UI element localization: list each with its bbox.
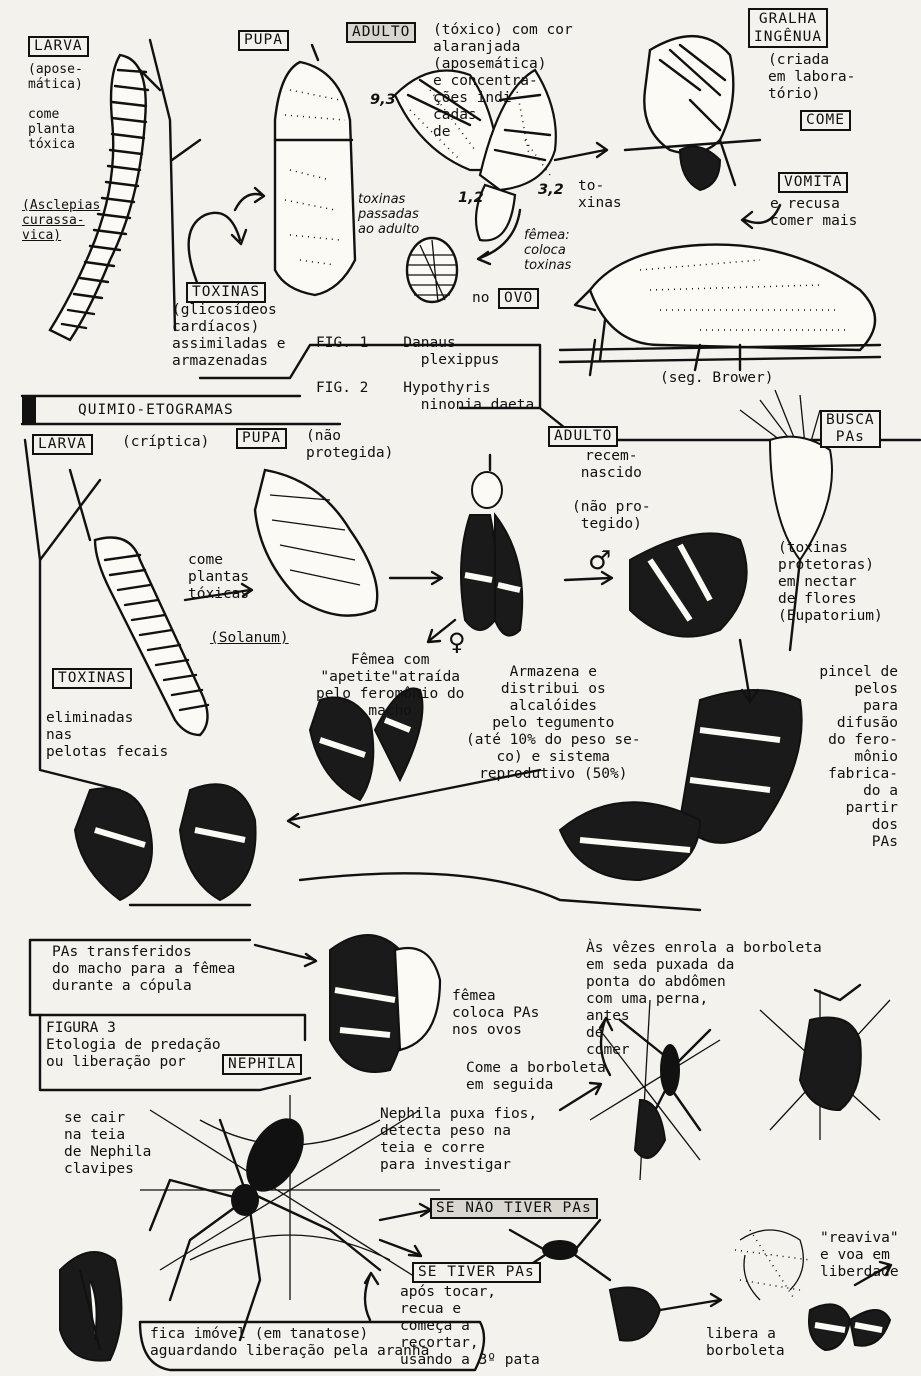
male-butterfly-drawing xyxy=(630,533,747,636)
fig2-busca-label: BUSCA PAs xyxy=(820,410,881,448)
naive-jay-eating-drawing xyxy=(625,36,760,190)
silk-coil-drawing xyxy=(735,1230,810,1300)
nephila-spider-drawing xyxy=(150,1108,380,1340)
arrow-immobile xyxy=(365,1273,378,1320)
fig1-larva-label: LARVA xyxy=(28,36,89,57)
fig3-immobile: fica imóvel (em tanatose) aguardando lib… xyxy=(150,1326,429,1360)
fig1-bird-label: GRALHA INGÊNUA xyxy=(748,8,828,48)
fig2-solanum: (Solanum) xyxy=(210,630,289,647)
fig1-female-note: fêmea: coloca toxinas xyxy=(524,228,571,273)
jay-vomiting-drawing xyxy=(560,245,880,375)
fig2-adult-desc: recem- nascido (não pro- tegido) xyxy=(572,448,651,533)
fig2-pas-transfer: PAs transferidos do macho para a fêmea d… xyxy=(52,944,235,995)
fig2-larva-label: LARVA xyxy=(32,434,93,455)
fig1-vomita-label: VOMITA xyxy=(778,172,848,193)
fig1-value-3-2: 3,2 xyxy=(538,182,564,199)
fig2-eats-toxic: come plantas tóxicas xyxy=(188,552,249,603)
fig1-larva-plant: (Asclepias curassa- vica) xyxy=(22,198,100,243)
fig1-adult-toxins-word: to- xinas xyxy=(578,178,622,212)
pupa-monarch-drawing xyxy=(275,45,355,295)
fig1-larva-desc: (apose- mática) come planta tóxica xyxy=(28,62,83,152)
egg-drawing xyxy=(407,238,457,302)
fig2-larva-desc: (críptica) xyxy=(122,434,209,451)
arrow-larva-pupa-2 xyxy=(235,188,264,210)
fig3-nephila-label: NEPHILA xyxy=(222,1054,302,1075)
butterfly-in-web-drawing xyxy=(60,1252,121,1361)
fig2-female-eggs: fêmea coloca PAs nos ovos xyxy=(452,988,539,1039)
fig1-vomita-desc: e recusa comer mais xyxy=(770,196,857,230)
fig2-armazena-desc: Armazena e distribui os alcalóides pelo … xyxy=(466,664,641,783)
arrow-armazena xyxy=(740,640,758,702)
fig3-no-pas-label: SE NÃO TIVER PAs xyxy=(430,1198,598,1219)
arrow-adult-bird xyxy=(555,143,607,160)
pupa-unprotected-drawing xyxy=(255,470,377,616)
fig1-value-9-3: 9,3 xyxy=(370,92,396,109)
fig2-banner: QUIMIO-ETOGRAMAS xyxy=(78,402,234,419)
fig2-toxins-desc: eliminadas nas pelotas fecais xyxy=(46,710,168,761)
arrow-pupa-adult xyxy=(390,572,442,584)
fig1-adult-label: ADULTO xyxy=(346,22,416,43)
fig2-male-symbol: ♂ xyxy=(588,548,611,574)
arrow-has-pas xyxy=(380,1240,421,1256)
fig1-come-label: COME xyxy=(800,110,851,131)
fig2-title: FIG. 2 Hypothyris ninonia daeta xyxy=(316,380,534,414)
fig2-pincel-desc: pincel de pelos para difusão do fero- mô… xyxy=(770,664,898,851)
fig1-adult-desc: (tóxico) com cor alaranjada (aposemática… xyxy=(433,22,573,141)
fig3-eats-after: Come a borboleta em seguida xyxy=(466,1060,606,1094)
fig1-pupa-label: PUPA xyxy=(238,30,289,51)
fig3-sometimes-desc: Às vêzes enrola a borboleta em seda puxa… xyxy=(586,940,822,1059)
fig2-toxins-label: TOXINAS xyxy=(52,668,132,689)
fig1-title: FIG. 1 Danaus plexippus xyxy=(316,335,499,369)
fig1-toxins-to-adult: toxinas passadas ao adulto xyxy=(358,192,419,237)
arrow-larva-pupa xyxy=(189,213,246,290)
fig1-source: (seg. Brower) xyxy=(660,370,774,387)
arrow-transfer xyxy=(255,945,316,966)
fig2-nectar-desc: (toxinas protetoras) em nectar de flores… xyxy=(778,540,883,625)
fig1-toxins-label: TOXINAS xyxy=(186,282,266,303)
fig1-bird-desc: (criada em labora- tório) xyxy=(768,52,855,103)
fig1-toxins-desc: (glicosídeos cardíacos) assimiladas e ar… xyxy=(172,302,286,370)
fig2-female-desc: Fêmea com "apetite"atraída pelo feromôni… xyxy=(316,652,464,720)
fig1-no-word: no xyxy=(472,290,489,307)
fig1-ovo-label: OVO xyxy=(498,288,539,309)
fig3-libera: libera a borboleta xyxy=(706,1326,785,1360)
free-butterfly-drawing xyxy=(809,1304,890,1350)
fig3-title: FIGURA 3 Etologia de predação ou liberaç… xyxy=(46,1020,221,1071)
adult-newborn-drawing xyxy=(461,455,522,636)
fig3-has-pas-label: SE TIVER PAs xyxy=(412,1262,541,1283)
female-laying-drawing xyxy=(330,935,440,1072)
fig2-adult-label: ADULTO xyxy=(548,426,618,447)
mating-pair-drawing xyxy=(75,784,256,905)
fig2-female-symbol: ♀ xyxy=(448,630,466,654)
arrow-libera xyxy=(660,1294,721,1310)
fig1-value-1-2: 1,2 xyxy=(458,190,484,207)
banner-mark xyxy=(22,396,36,424)
fig2-pupa-label: PUPA xyxy=(236,428,287,449)
fig3-fall-desc: se cair na teia de Nephila clavipes xyxy=(64,1110,151,1178)
arrow-no-pas xyxy=(380,1204,431,1220)
fig3-revive: "reaviva" e voa em liberdade xyxy=(820,1230,899,1281)
fig2-pupa-desc: (não protegida) xyxy=(306,428,393,462)
fig3-nephila-pulls: Nephila puxa fios, detecta peso na teia … xyxy=(380,1106,537,1174)
